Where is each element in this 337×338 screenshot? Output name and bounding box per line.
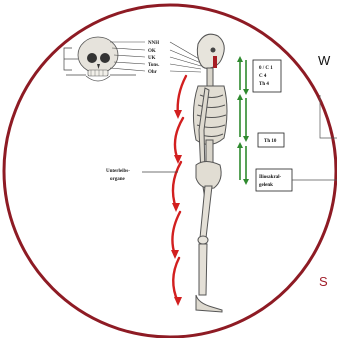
spine-box-top: [253, 60, 281, 92]
spine-marker-band: [213, 56, 217, 68]
skull-label-uk: UK: [148, 56, 156, 61]
skull-label-ohr: Ohr: [148, 70, 158, 75]
skull-label-ok: OK: [148, 49, 156, 54]
organ-label-line-1: Unterleibs-: [106, 169, 130, 174]
spine-box-bottom-line-2: gelenk: [259, 183, 273, 188]
spine-box-middle-label: Th 10: [264, 139, 277, 144]
spine-box-top-line-2: C 4: [259, 74, 267, 79]
skull-label-tons: Tons.: [148, 63, 160, 68]
spine-box-top-line-3: Th 4: [259, 82, 269, 87]
edge-text-bottom-right: S: [319, 274, 328, 289]
edge-text-top-right: W: [318, 53, 330, 68]
spine-box-top-line-1: 0 / C 1: [259, 66, 273, 71]
spine-box-bottom-line-1: Iliosakral-: [259, 175, 282, 180]
organ-label-line-2: organe: [110, 177, 126, 182]
skull-label-nnh: NNH: [148, 41, 159, 46]
